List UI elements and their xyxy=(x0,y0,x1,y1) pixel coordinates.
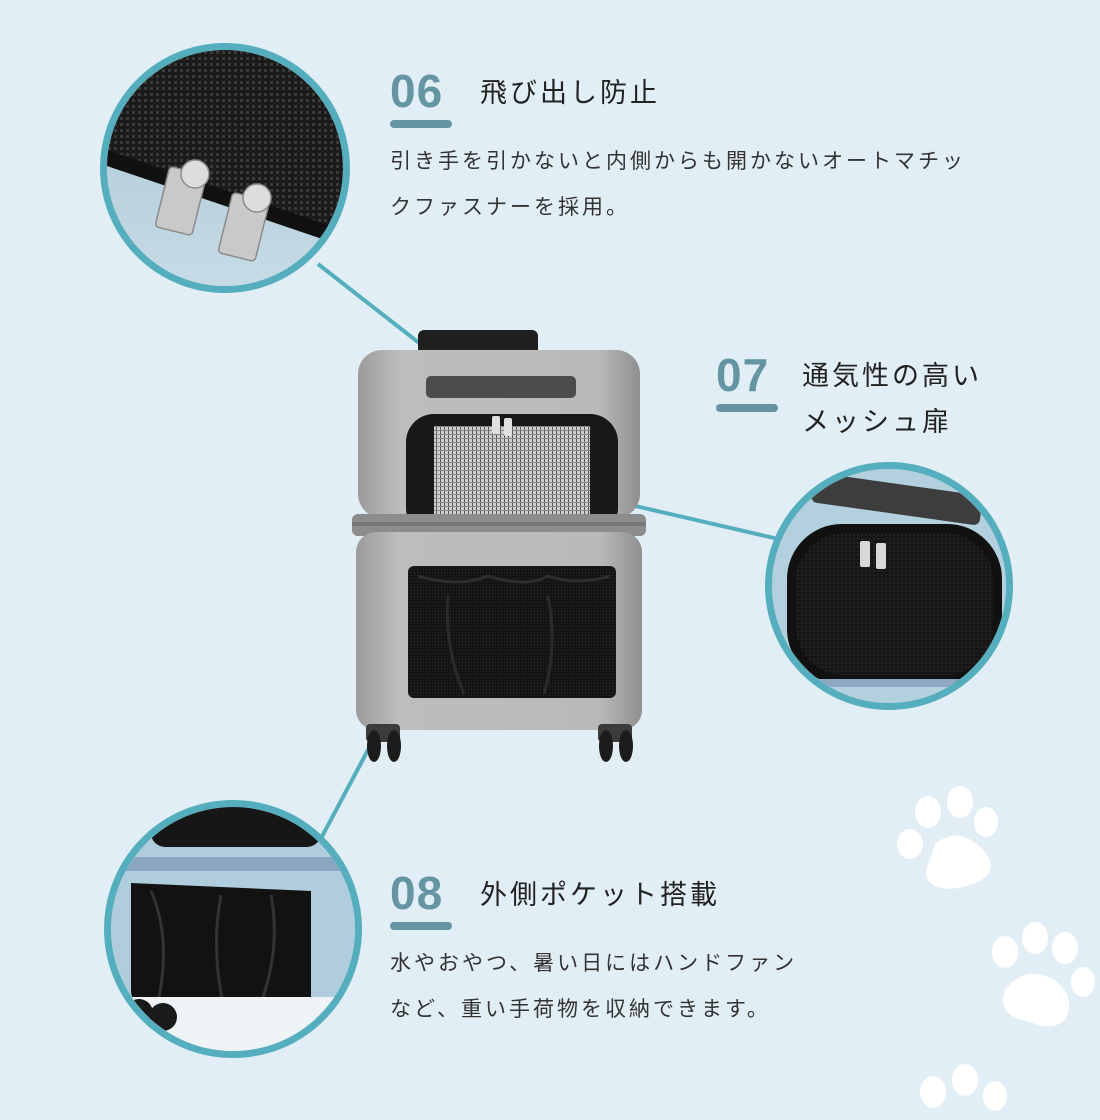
pocket-closeup-image xyxy=(111,807,355,1051)
feature-description-line-1: 水やおやつ、暑い日にはハンドファン xyxy=(390,951,798,975)
feature-description-line-1: 引き手を引かないと内側からも開かないオートマチッ xyxy=(390,149,966,173)
inset-circle-zipper xyxy=(100,43,350,293)
zipper-closeup-image xyxy=(107,50,343,286)
number-underline xyxy=(390,120,452,128)
feature-title-line-1: 通気性の高い xyxy=(802,361,982,392)
feature-08: 08 外側ポケット搭載 水やおやつ、暑い日にはハンドファン など、重い手荷物を収… xyxy=(390,870,890,1032)
mesh-door-closeup-image xyxy=(772,469,1006,703)
feature-number: 07 xyxy=(716,349,770,401)
feature-description-line-2: など、重い手荷物を収納できます。 xyxy=(390,997,771,1021)
pet-carrier-suitcase-illustration xyxy=(352,330,646,762)
number-underline xyxy=(390,922,452,930)
feature-title: 飛び出し防止 xyxy=(480,78,660,109)
feature-title-line-2: メッシュ扉 xyxy=(802,407,952,438)
paw-icon xyxy=(897,786,998,889)
inset-circle-pocket xyxy=(104,800,362,1058)
paw-icon xyxy=(920,1064,1007,1111)
feature-07: 07 通気性の高い メッシュ扉 xyxy=(716,352,1086,446)
product-image-pet-carrier xyxy=(348,326,648,766)
feature-description-line-2: クファスナーを採用。 xyxy=(390,195,630,219)
paw-icon xyxy=(992,922,1095,1027)
feature-number: 08 xyxy=(390,867,444,919)
feature-title: 外側ポケット搭載 xyxy=(480,880,720,911)
number-underline xyxy=(716,404,778,412)
inset-circle-mesh-door xyxy=(765,462,1013,710)
feature-number: 06 xyxy=(390,65,444,117)
feature-06: 06 飛び出し防止 引き手を引かないと内側からも開かないオートマチッ クファスナ… xyxy=(390,68,1070,230)
